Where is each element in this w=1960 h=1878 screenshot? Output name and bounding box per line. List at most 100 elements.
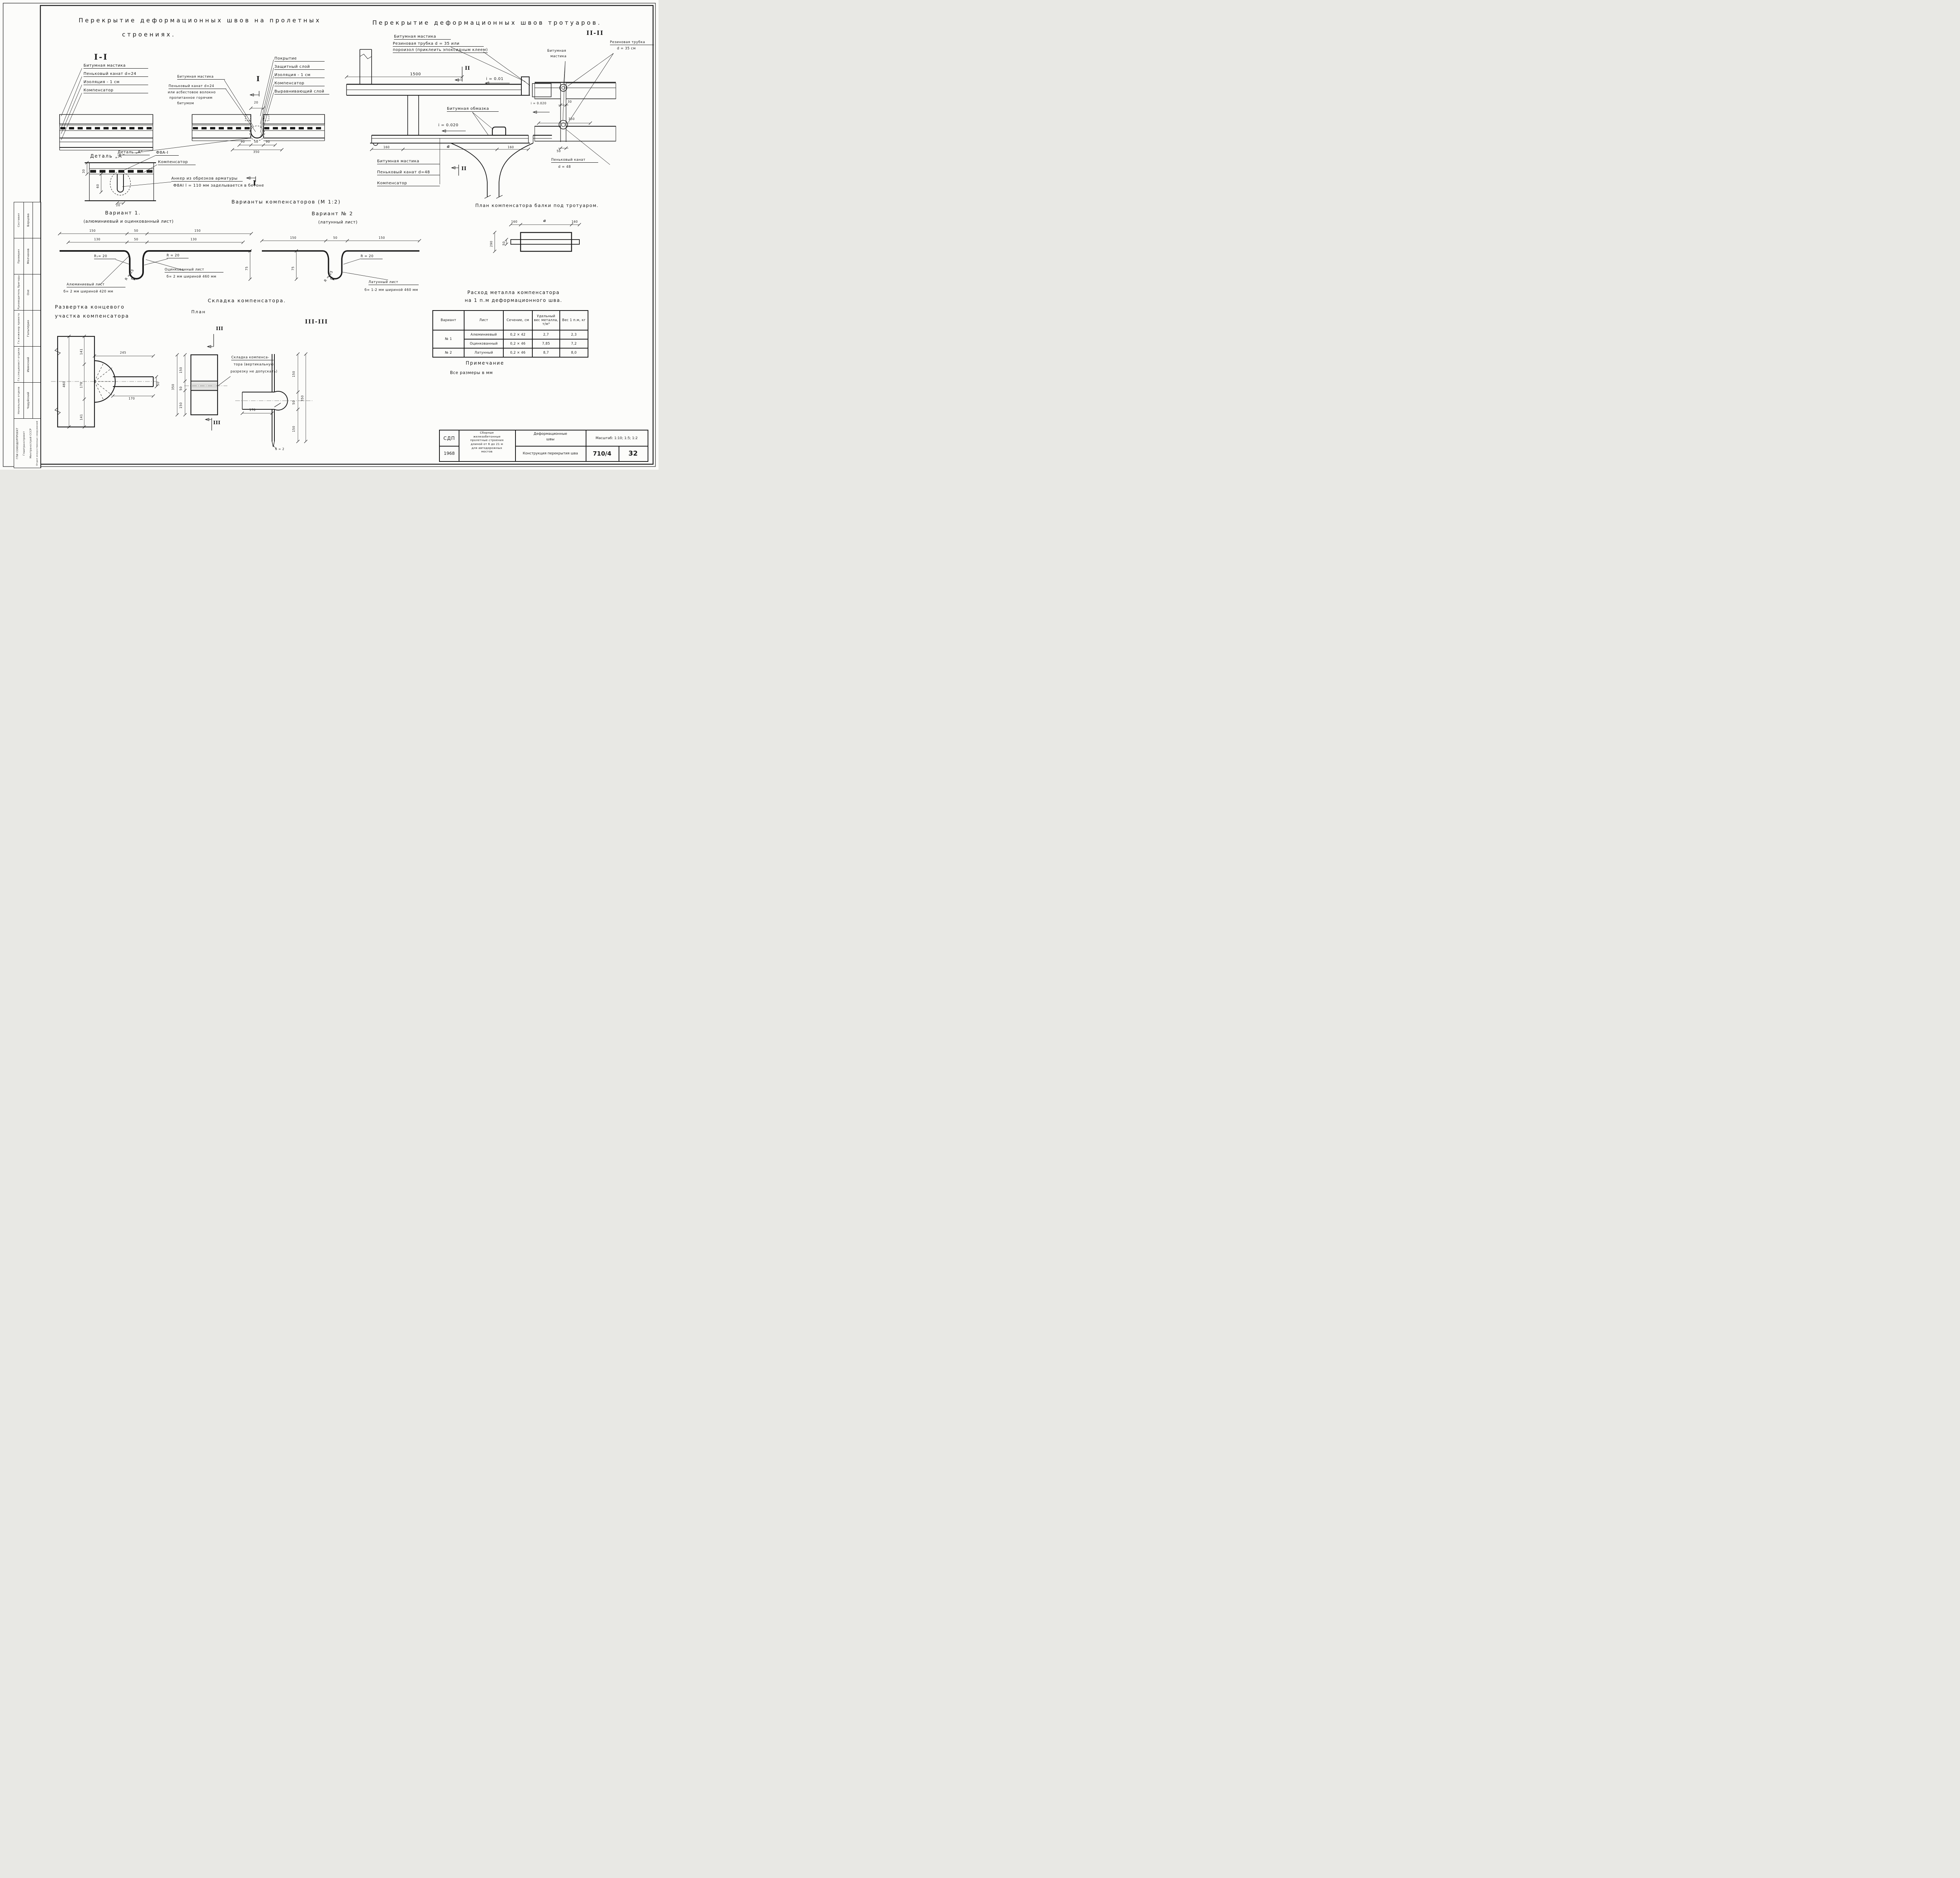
callout-asbestos-3: битумом <box>177 102 194 105</box>
signature <box>33 347 41 382</box>
dim-150: 150 <box>379 236 385 240</box>
zinc-sheet-1: Оцинкованный лист <box>165 268 223 273</box>
stamp-name: Борцова <box>24 202 33 238</box>
plan-label: План <box>191 309 206 314</box>
plan-beam-drawing <box>493 223 581 253</box>
dim-50: 50 <box>254 140 258 143</box>
callout-hemp-rope: Пеньковый канат d=24 <box>83 72 148 77</box>
stamp-role: Проверил <box>14 238 24 274</box>
series-line: Сборные <box>480 431 494 434</box>
dim-170: 170 <box>249 408 256 412</box>
callout-compensator: Компенсатор <box>274 81 325 86</box>
dim-20: 20 <box>254 101 258 104</box>
cell-weight: 8,0 <box>559 348 588 358</box>
blueprint-sheet: Перекрытие деформационных швов на пролет… <box>0 0 659 470</box>
dim-350: 350 <box>171 383 175 390</box>
drawing-linework <box>3 3 656 467</box>
dim-245: 245 <box>120 351 127 354</box>
dim-75: 75 <box>291 266 295 271</box>
metal-consumption-table: Вариант Лист Сечение, см Удельный вес ме… <box>432 310 588 358</box>
cell-sheet: Алюминиевый <box>464 330 504 340</box>
org-line: Главтранспроект <box>23 431 25 456</box>
divider <box>515 446 648 447</box>
table-row: № 2 Латунный 0,2 × 46 8,7 8,0 <box>432 348 588 358</box>
divider <box>440 446 459 447</box>
dim-60: 60 <box>96 184 100 188</box>
dim-50: 50 <box>156 381 160 386</box>
series-line: железобетонные <box>473 434 501 438</box>
dim-460: 460 <box>62 381 66 387</box>
variant1-subtitle: (алюминиевый и оцинкованный лист) <box>83 219 174 224</box>
section-mark-ii: II <box>465 65 470 71</box>
section-mark-ii: II <box>461 166 467 172</box>
callout-rubber-tube-1: Резиновая трубка <box>610 40 654 45</box>
dim-178: 178 <box>80 381 83 388</box>
dim-50: 50 <box>134 229 138 232</box>
dim-90: 90 <box>266 140 270 143</box>
dim-a: a <box>543 219 546 223</box>
org-name: ГПИ СОЮЗДОРПРОЕКТ Главтранспроект Минтра… <box>14 419 34 468</box>
cell-weight: 7,2 <box>559 339 588 349</box>
series-line: мостов <box>481 450 493 454</box>
radius-r1-20: R₁= 20 <box>94 254 116 260</box>
callout-hemp-rope-1: Пеньковый канат <box>551 158 598 163</box>
stamp-name: Молчанов <box>24 238 33 274</box>
table-title-2: на 1 п.м деформационного шва. <box>465 298 563 303</box>
slope-i-0020: i = 0.020 <box>438 123 459 127</box>
variant1-title: Вариант 1. <box>105 210 141 216</box>
dim-350: 350 <box>301 395 304 401</box>
fold-note-3: разрезку не допускать) <box>230 370 278 374</box>
signature <box>33 238 41 274</box>
section-i-i-drawing <box>59 68 153 151</box>
stamp-name: Чадуйский <box>24 383 33 418</box>
section-mark-ii-ii: II-II <box>586 29 604 36</box>
cell-density: 2,7 <box>532 330 560 340</box>
sheet-number: 32 <box>628 449 638 458</box>
slope-i-0020: i = 0.020 <box>531 102 547 105</box>
dim-150: 150 <box>179 402 183 409</box>
cell-density: 8,7 <box>532 348 560 358</box>
sheet-name: Конструкция перекрытия шва <box>523 451 578 456</box>
dim-160: 160 <box>383 145 390 149</box>
callout-bitumen-smear: Битумная обмазка <box>447 107 499 112</box>
callout-compensator: Компенсатор <box>158 160 196 165</box>
dim-50: 50 <box>179 386 183 390</box>
plan-beam-title: План компенсатора балки под тротуаром. <box>475 203 599 208</box>
cell-variant: № 1 <box>432 330 465 349</box>
callout-asbestos-1: или асбестовое волокно <box>168 91 216 94</box>
stamp-row: Руководитель бригады Озе <box>14 274 41 311</box>
dim-150: 150 <box>89 229 96 232</box>
dim-150: 150 <box>292 425 296 432</box>
stamp-org-block: ГПИ СОЮЗДОРПРОЕКТ Главтранспроект Минтра… <box>14 419 41 468</box>
variant2-subtitle: (латунный лист) <box>318 220 358 225</box>
stamp-name: Ивянский <box>24 347 33 382</box>
callout-leveling-layer: Выравнивающий слой <box>274 89 329 94</box>
signature <box>33 311 41 346</box>
dim-90: 90 <box>241 140 245 143</box>
dim-130: 130 <box>191 238 197 241</box>
dim-150: 150 <box>179 367 183 373</box>
callout-hemp-rope-48: Пеньковый канат d=48 <box>377 170 440 175</box>
callout-detail-a: Деталь „А“ <box>118 150 150 155</box>
cell-section: 0,2 × 46 <box>503 339 533 349</box>
cell-sheet: Латунный <box>464 348 504 358</box>
signature <box>33 202 41 238</box>
callout-bitumen-mastic: Битумная мастика <box>177 75 225 80</box>
section-mark-i-i: I-I <box>94 52 109 62</box>
callout-rubber-tube-2: пороизол (приклеить эпоксидным клеем) <box>393 48 488 53</box>
aluminum-sheet-2: б= 2 мм шириной 420 мм <box>64 290 113 294</box>
slope-i-001: i = 0.01 <box>486 77 504 81</box>
callout-asbestos-2: пропитанное горячим <box>169 96 213 100</box>
note-body: Все размеры в мм <box>450 371 493 375</box>
col-header-density: Удельный вес металла, т/м³ <box>532 310 560 331</box>
fold-note-2: тора (вертикальную <box>234 363 274 367</box>
dim-50: 50 <box>502 241 506 245</box>
dim-150: 150 <box>292 371 296 377</box>
title-right: Перекрытие деформационных швов тротуаров… <box>372 19 602 26</box>
dim-50: 50 <box>557 149 561 153</box>
dim-350: 350 <box>253 150 260 154</box>
detail-a-drawing <box>85 155 172 205</box>
callout-bitumen-mastic: Битумная мастика <box>377 159 440 164</box>
callout-insulation: Изоляция - 1 см <box>274 73 325 78</box>
callout-bitumen-2: мастика <box>550 54 567 58</box>
